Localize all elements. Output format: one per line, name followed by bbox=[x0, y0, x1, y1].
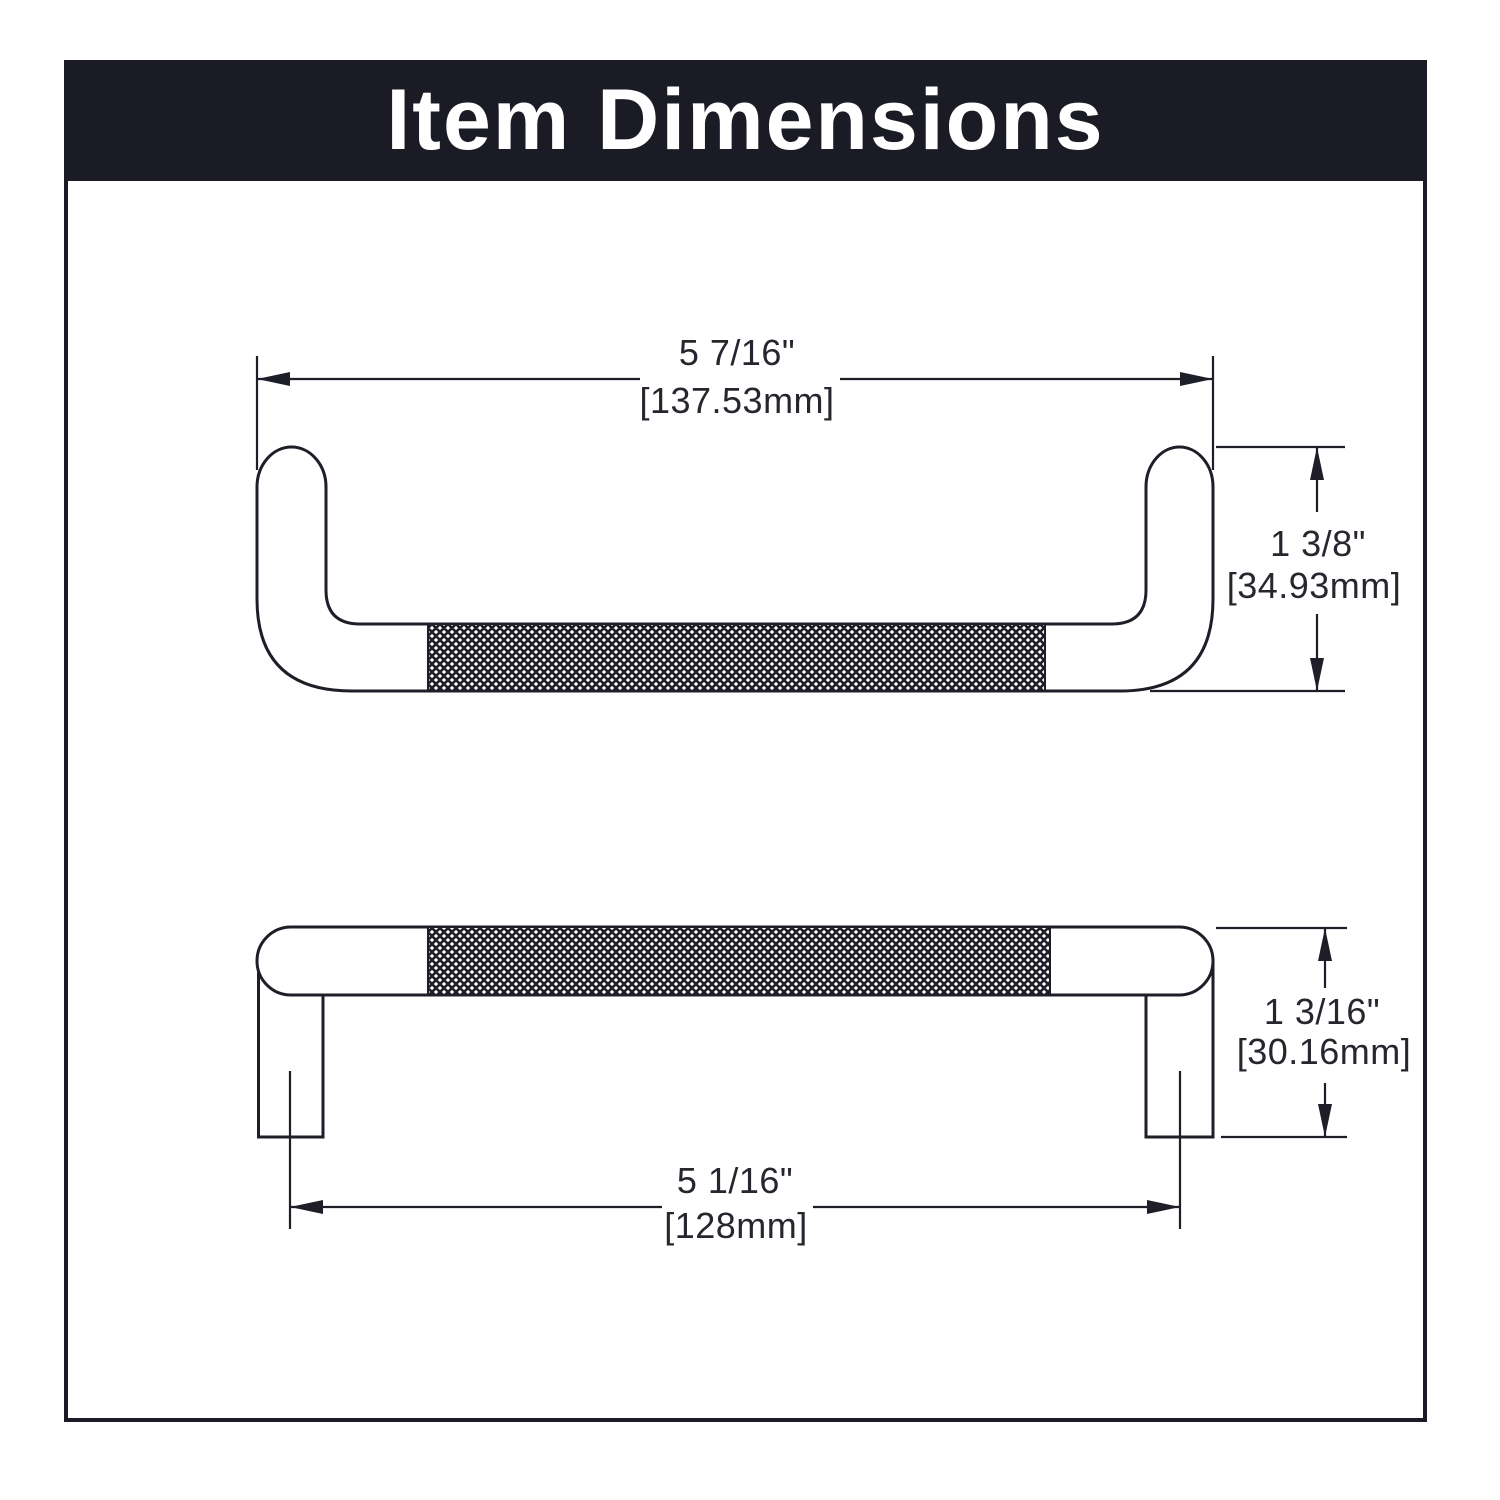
top-view-knurl-texture bbox=[427, 623, 1046, 692]
arrowhead-left bbox=[257, 372, 290, 386]
title-banner: Item Dimensions bbox=[64, 60, 1427, 181]
bottom-view-knurl-texture bbox=[427, 926, 1051, 996]
bottom-view-drawing bbox=[255, 925, 1347, 1229]
arrowhead-right bbox=[1180, 372, 1213, 386]
center-to-center-dimension bbox=[290, 1200, 1180, 1214]
top-view-drawing bbox=[255, 356, 1345, 693]
drawing-border-frame bbox=[64, 60, 1427, 1422]
center-to-center-mm-label: [128mm] bbox=[664, 1205, 808, 1246]
arrowhead-down bbox=[1318, 1104, 1332, 1137]
center-to-center-inches-label: 5 1/16" bbox=[676, 1160, 794, 1201]
arrowhead-left bbox=[290, 1200, 323, 1214]
page-title: Item Dimensions bbox=[386, 72, 1105, 168]
top-view-height-dimension bbox=[1150, 445, 1345, 693]
bottom-view-height-mm-label: [30.16mm] bbox=[1236, 1031, 1412, 1072]
arrowhead-right bbox=[1147, 1200, 1180, 1214]
arrowhead-up bbox=[1318, 928, 1332, 961]
top-view-width-inches-label: 5 7/16" bbox=[678, 332, 796, 373]
bottom-view-height-inches-label: 1 3/16" bbox=[1263, 991, 1381, 1032]
arrowhead-down bbox=[1310, 658, 1324, 691]
arrowhead-up bbox=[1310, 447, 1324, 480]
top-view-width-mm-label: [137.53mm] bbox=[639, 380, 835, 421]
top-view-width-dimension bbox=[255, 356, 1215, 470]
bottom-view-height-dimension bbox=[1216, 926, 1347, 1139]
top-view-height-mm-label: [34.93mm] bbox=[1226, 565, 1402, 606]
top-view-height-inches-label: 1 3/8" bbox=[1270, 523, 1366, 564]
